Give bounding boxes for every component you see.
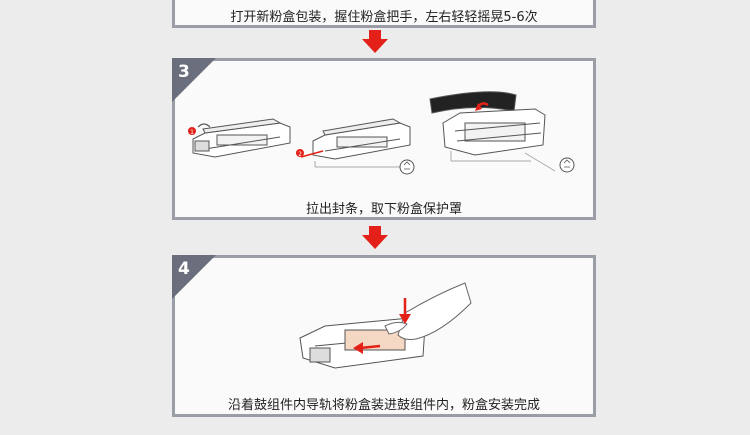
down-arrow-icon [362,226,388,249]
step-badge [172,255,216,299]
step-3-panel: 3 1 2 [172,58,596,220]
step-2-caption: 打开新粉盒包装，握住粉盒把手，左右轻轻摇晃5-6次 [230,10,538,25]
step-number: 3 [178,62,190,82]
marker-1-icon [188,127,196,135]
hand-figure [384,282,472,340]
step-number: 4 [178,259,190,279]
drum-unit-figure [429,91,546,156]
step-2-panel: 打开新粉盒包装，握住粉盒把手，左右轻轻摇晃5-6次 [172,0,596,28]
step-4-illustration [299,282,472,369]
step-4-panel: 4 沿着鼓组件内导轨将粉盒装进鼓组件内，粉盒安装完成 [172,255,596,417]
recycle-icon [399,159,415,175]
toner-cartridge-figure-1 [192,118,291,158]
down-arrow-icon [362,30,388,53]
step-4-caption: 沿着鼓组件内导轨将粉盒装进鼓组件内，粉盒安装完成 [227,398,540,413]
recycle-icon-2 [559,157,575,173]
marker-2-label: 2 [298,151,302,158]
marker-2-icon [296,149,304,157]
toner-cartridge-figure-2 [312,118,411,160]
step-3-caption: 拉出封条，取下粉盒保护罩 [305,202,462,217]
push-arrow-icon [359,344,381,350]
step-badge [172,58,216,102]
marker-1-label: 1 [190,129,194,136]
step-3-illustration: 1 2 [188,91,575,175]
